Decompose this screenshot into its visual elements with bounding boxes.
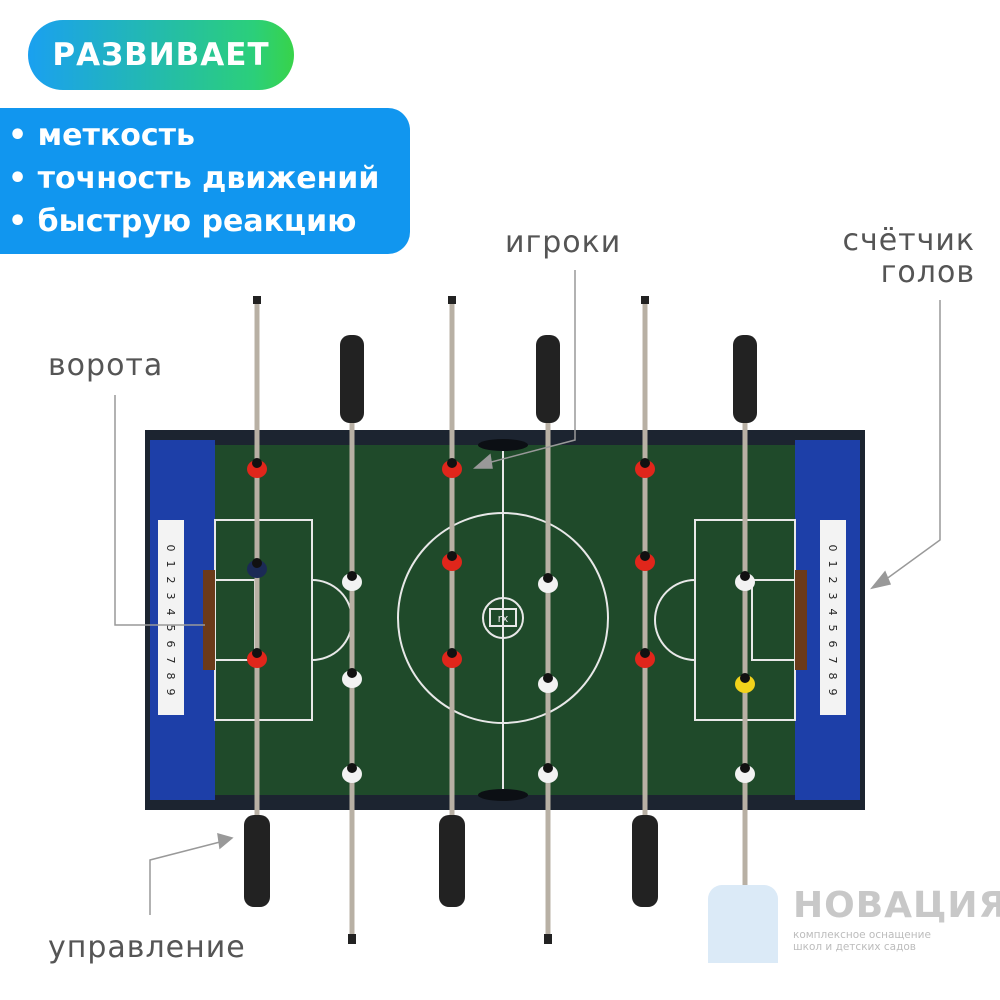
counter-digit: 4 (826, 609, 839, 616)
player-figure (442, 650, 462, 668)
counter-digit: 4 (164, 609, 177, 616)
player-figure (538, 675, 558, 693)
counter-digit: 5 (826, 625, 839, 632)
rod-end-cap (253, 296, 261, 304)
player-head (740, 763, 750, 773)
player-head (447, 648, 457, 658)
player-head (252, 558, 262, 568)
counter-digit: 8 (164, 673, 177, 680)
rod-handle[interactable] (244, 815, 270, 907)
rod-handle[interactable] (632, 815, 658, 907)
player-figure (342, 670, 362, 688)
player-head (543, 763, 553, 773)
develops-badge: РАЗВИВАЕТ (28, 20, 294, 90)
field-logo (489, 608, 517, 627)
field-logo-text: rx (498, 612, 509, 625)
player-head (640, 551, 650, 561)
left-goal (203, 570, 215, 670)
ball-hole-bottom (478, 789, 528, 801)
counter-digit: 9 (826, 689, 839, 696)
player-figure (735, 675, 755, 693)
rod-handle[interactable] (340, 335, 364, 423)
callout-lines (114, 270, 941, 915)
counter-digit: 1 (164, 561, 177, 568)
player-figure (635, 460, 655, 478)
player-figure (442, 460, 462, 478)
goal-counter[interactable] (820, 520, 846, 715)
brand-tagline-1: комплексное оснащение (793, 929, 931, 941)
brand-name: НОВАЦИЯ (793, 885, 1000, 926)
brand-logo: НОВАЦИЯ комплексное оснащение школ и дет… (708, 885, 1000, 965)
player-figure (342, 765, 362, 783)
goal-counter[interactable] (158, 520, 184, 715)
player-head (543, 673, 553, 683)
players-label: игроки (505, 225, 622, 260)
ball-hole-top (478, 439, 528, 451)
rod-handle[interactable] (439, 815, 465, 907)
player-figure (538, 765, 558, 783)
brand-tagline-2: школ и детских садов (793, 941, 916, 953)
player-head (347, 763, 357, 773)
player-figure (442, 553, 462, 571)
player-head (640, 458, 650, 468)
benefits-box: • меткость • точность движений • быструю… (0, 108, 410, 254)
player-head (447, 458, 457, 468)
rod-end-cap (348, 934, 356, 944)
player-head (543, 573, 553, 583)
rod-handle[interactable] (733, 335, 757, 423)
counter-digit: 7 (826, 657, 839, 664)
player-head (347, 571, 357, 581)
counter-digit: 0 (164, 545, 177, 552)
right-goal (795, 570, 807, 670)
player-head (252, 458, 262, 468)
counter-digit: 2 (826, 577, 839, 584)
player-figure (247, 560, 267, 578)
rod-end-cap (641, 296, 649, 304)
counter-digit: 6 (826, 641, 839, 648)
player-head (640, 648, 650, 658)
benefit-item: • быструю реакцию (8, 204, 357, 239)
counter-digit: 1 (826, 561, 839, 568)
counter-label-line1: счётчик (842, 223, 975, 258)
brand-logo-mark (708, 885, 778, 963)
counter-digit: 0 (826, 545, 839, 552)
counter-label-line2: голов (880, 255, 975, 290)
player-figure (342, 573, 362, 591)
player-head (447, 551, 457, 561)
goal-label: ворота (48, 348, 164, 383)
player-figure (735, 573, 755, 591)
counter-digit: 6 (164, 641, 177, 648)
player-figure (538, 575, 558, 593)
player-head (252, 648, 262, 658)
player-head (347, 668, 357, 678)
counter-digit: 7 (164, 657, 177, 664)
counter-digit: 3 (826, 593, 839, 600)
counter-digit: 8 (826, 673, 839, 680)
control-label: управление (48, 930, 246, 965)
player-head (740, 571, 750, 581)
player-figure (735, 765, 755, 783)
benefit-item: • меткость (8, 118, 195, 153)
rod-end-cap (448, 296, 456, 304)
rod-handle[interactable] (536, 335, 560, 423)
player-figure (247, 460, 267, 478)
player-figure (635, 650, 655, 668)
counter-digit: 5 (164, 625, 177, 632)
counter-digit: 9 (164, 689, 177, 696)
rod-end-cap (544, 934, 552, 944)
counter-digit: 2 (164, 577, 177, 584)
player-figure (247, 650, 267, 668)
counter-digit: 3 (164, 593, 177, 600)
benefit-item: • точность движений (8, 161, 380, 196)
player-head (740, 673, 750, 683)
player-figure (635, 553, 655, 571)
